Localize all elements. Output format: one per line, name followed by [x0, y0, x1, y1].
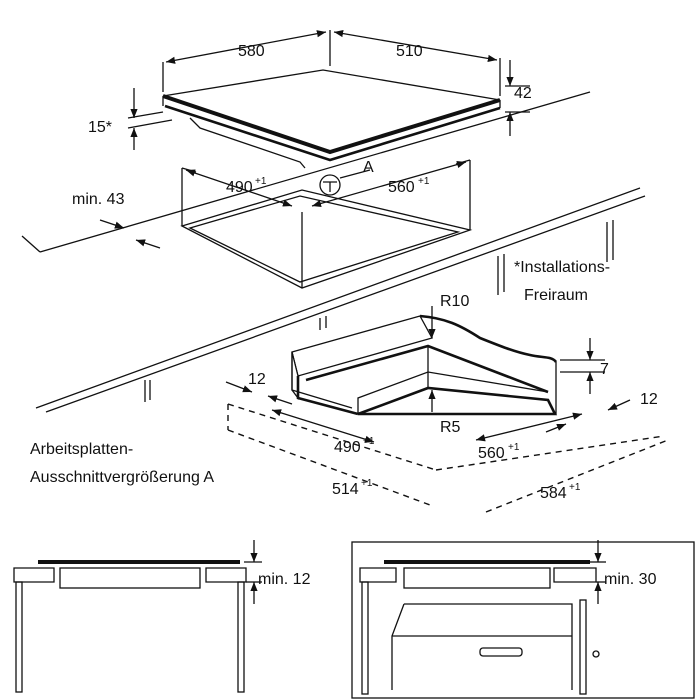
- min-43-label: min. 43: [72, 191, 125, 208]
- r5-label: R5: [440, 419, 461, 436]
- side-section-left: [13, 540, 262, 693]
- footnote-line1: *Installations-: [514, 259, 610, 276]
- label-a: A: [363, 159, 374, 176]
- dim-514-tolerance: +1: [361, 478, 373, 489]
- cutout-corner-detail-a: [225, 306, 669, 513]
- dim-15-label: 15*: [88, 119, 112, 136]
- dim-490-top-label: 490: [226, 179, 253, 196]
- side-section-right-with-oven: [351, 540, 695, 699]
- dim-560-cut-tolerance: +1: [508, 442, 520, 453]
- dim-560-top-label: 560: [388, 179, 415, 196]
- r10-label: R10: [440, 293, 469, 310]
- dim-514-label: 514: [332, 481, 359, 498]
- caption-line1: Arbeitsplatten-: [30, 441, 133, 458]
- dim-42-label: 42: [514, 85, 532, 102]
- dim-560-top-tolerance: +1: [418, 176, 430, 187]
- hob-cooktop: [127, 29, 530, 169]
- min-12-label: min. 12: [258, 571, 311, 588]
- cutout-opening: [99, 159, 473, 289]
- min-30-label: min. 30: [604, 571, 657, 588]
- caption-line2: Ausschnittvergrößerung A: [30, 469, 214, 486]
- dim-490-cut-label: 490: [334, 439, 361, 456]
- dim-12-right-label: 12: [640, 391, 658, 408]
- dim-490-top-tolerance: +1: [255, 176, 267, 187]
- dim-510-label: 510: [396, 43, 423, 60]
- dim-584-label: 584: [540, 485, 567, 502]
- dim-7-label: 7: [600, 361, 609, 378]
- dim-12-left-label: 12: [248, 371, 266, 388]
- dim-580-label: 580: [238, 43, 265, 60]
- dim-490-cut-tolerance: +1: [363, 436, 375, 447]
- dim-560-cut-label: 560: [478, 445, 505, 462]
- footnote-line2: Freiraum: [524, 287, 588, 304]
- dim-584-tolerance: +1: [569, 482, 581, 493]
